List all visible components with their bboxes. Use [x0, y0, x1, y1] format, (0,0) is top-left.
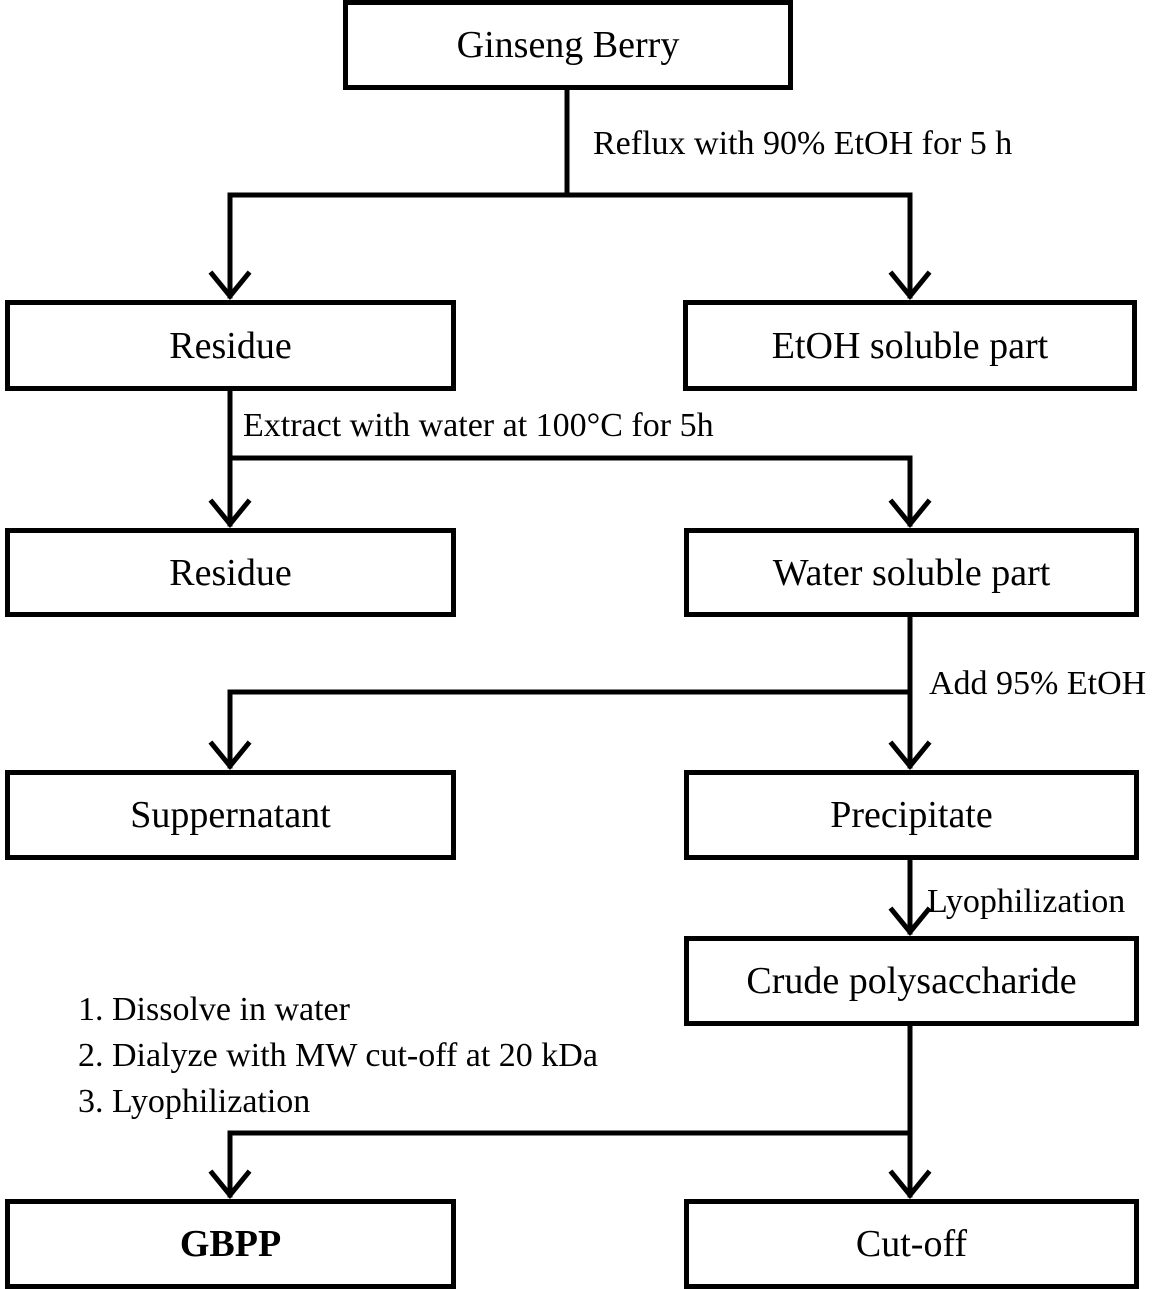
step-label-extract: Extract with water at 100°C for 5h: [243, 407, 714, 444]
final-step-item: 1. Dissolve in water: [78, 991, 350, 1028]
step-label-add-etoh: Add 95% EtOH: [929, 665, 1147, 702]
arrowhead-icon: [208, 1169, 252, 1199]
box-residue-2: Residue: [5, 528, 456, 617]
arrowhead-icon: [208, 270, 252, 300]
box-water-soluble-part: Water soluble part: [684, 528, 1139, 617]
box-residue-1: Residue: [5, 300, 456, 391]
arrowhead-icon: [888, 1169, 932, 1199]
box-precipitate: Precipitate: [684, 770, 1139, 860]
box-supernatant: Suppernatant: [5, 770, 456, 860]
box-crude-polysaccharide: Crude polysaccharide: [684, 936, 1139, 1026]
arrowhead-icon: [888, 498, 932, 528]
box-etoh-soluble-part: EtOH soluble part: [683, 300, 1137, 391]
final-step-item: 2. Dialyze with MW cut-off at 20 kDa: [78, 1037, 598, 1074]
arrowhead-icon: [208, 740, 252, 770]
step-label-reflux: Reflux with 90% EtOH for 5 h: [593, 125, 1013, 162]
arrowhead-icon: [888, 270, 932, 300]
final-steps-list: 1. Dissolve in water 2. Dialyze with MW …: [78, 987, 598, 1125]
final-step-item: 3. Lyophilization: [78, 1083, 311, 1120]
box-gbpp: GBPP: [5, 1199, 456, 1289]
arrowhead-icon: [888, 906, 932, 936]
box-cut-off: Cut-off: [684, 1199, 1139, 1289]
step-label-lyophilization: Lyophilization: [927, 883, 1126, 920]
arrowhead-icon: [208, 498, 252, 528]
box-ginseng-berry: Ginseng Berry: [343, 0, 793, 90]
arrowhead-icon: [888, 740, 932, 770]
